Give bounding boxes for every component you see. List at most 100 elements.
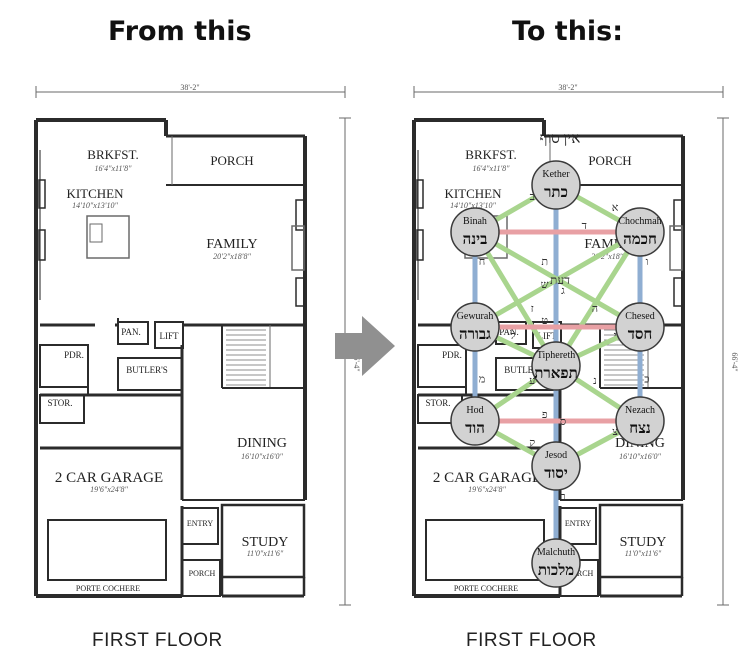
path-letter: ד — [582, 220, 587, 232]
room-label-porch2: PORCH — [189, 569, 216, 578]
window-frame — [416, 179, 424, 209]
room-label-entry: ENTRY — [565, 519, 591, 528]
room-label-pdr: PDR. — [442, 350, 462, 360]
sephirah-malchuth — [531, 538, 581, 588]
sephirah-hod — [450, 396, 500, 446]
window-frame — [38, 179, 46, 209]
sephirah-name-chesed: Chesed — [625, 311, 654, 322]
sephirah-hebrew-kether: כתר — [544, 185, 568, 201]
room-size-dining: 16'10"x16'0" — [241, 452, 283, 461]
room-label-butlers: BUTLER'S — [126, 365, 168, 375]
room-label-stor: STOR. — [47, 398, 72, 408]
caption-right: FIRST FLOOR — [466, 630, 597, 651]
sephirah-hebrew-binah: בינה — [463, 232, 488, 248]
room-label-porte: PORTE COCHERE — [454, 584, 518, 593]
room-label-kitchen: KITCHEN — [66, 186, 124, 201]
ain-soph-label: אין סוף — [540, 131, 581, 147]
floor-plan-original: 38'-2" 66'-4" BRKFST. 16'4"x11'8" PORCH KITCH… — [34, 83, 361, 606]
path-letter: א — [612, 202, 619, 214]
sink — [89, 223, 103, 243]
room-label-brkfst: BRKFST. — [87, 147, 138, 162]
room-size-family: 20'2"x18'8" — [591, 252, 629, 261]
window-frame — [673, 277, 683, 307]
path-letter: ו — [646, 256, 649, 268]
entry-box — [181, 507, 219, 545]
dimension-width: 38'-2" — [180, 83, 199, 92]
sephirah-binah — [450, 207, 500, 257]
sephirah-hebrew-malchuth: מלכות — [538, 562, 574, 579]
room-size-brkfst: 16'4"x11'8" — [94, 164, 132, 173]
heading-from: From this — [108, 16, 252, 47]
fireplace — [291, 225, 305, 271]
sephirah-chochmah — [615, 207, 665, 257]
path-letter: ה — [592, 303, 598, 315]
path-letter: כ — [644, 373, 649, 385]
room-label-porch2: PORCH — [567, 569, 594, 578]
path-letter: ב — [530, 191, 535, 203]
room-label-pdr: PDR. — [64, 350, 84, 360]
sephirah-hebrew-nezach: נצח — [629, 421, 651, 437]
caption-left: FIRST FLOOR — [92, 630, 223, 651]
porch-box — [181, 559, 221, 597]
sephirah-hebrew-tiphereth: תפארת — [534, 366, 577, 382]
path-letter: צ — [612, 426, 618, 438]
path-letter: ר — [560, 491, 565, 503]
room-label-lift: LIFT — [160, 331, 180, 341]
path-letter: ט — [541, 315, 548, 327]
garage-door — [425, 519, 545, 581]
room-size-kitchen: 14'10"x13'10" — [72, 201, 118, 210]
sephirah-tiphereth — [531, 341, 581, 391]
room-label-porte: PORTE COCHERE — [76, 584, 140, 593]
study-box — [220, 503, 306, 579]
window-frame — [295, 277, 305, 307]
window-frame — [416, 229, 424, 261]
path-letter: ל — [509, 330, 515, 342]
room-label-porch: PORCH — [588, 153, 631, 168]
arrow-head-icon — [362, 316, 395, 376]
transform-arrow — [335, 316, 395, 376]
dimension-depth: 66'-4" — [352, 352, 361, 371]
room-label-pan: PAN. — [121, 327, 140, 337]
path-letter: מ — [479, 373, 486, 385]
path-letter: ז — [531, 303, 534, 315]
sephirah-name-chochmah: Chochmah — [618, 216, 661, 227]
sephirah-hebrew-hod: הוד — [465, 421, 485, 437]
sephirah-name-hod: Hod — [466, 405, 483, 416]
storage — [39, 394, 85, 424]
room-label-study: STUDY — [620, 535, 667, 550]
path-letter: ע — [529, 375, 535, 387]
sephirah-name-kether: Kether — [542, 169, 570, 180]
study-box — [598, 503, 684, 579]
path-binah-chesed — [472, 229, 643, 330]
room-label-porch: PORCH — [210, 153, 253, 168]
path-binah-tiphereth — [472, 229, 559, 369]
sephirah-hebrew-chochmah: חכמה — [623, 232, 657, 248]
garage-door — [47, 519, 167, 581]
room-size-family: 20'2"x18'8" — [213, 252, 251, 261]
room-size-garage: 19'6"x24'8" — [468, 485, 506, 494]
path-letter: י — [614, 330, 617, 342]
window-frame — [673, 199, 683, 231]
room-size-study: 11'0"x11'6" — [247, 549, 284, 558]
window-frame — [295, 199, 305, 231]
path-letter: ק — [529, 437, 535, 449]
lift — [154, 321, 184, 349]
sephirah-hebrew-chesed: חסד — [628, 327, 653, 343]
room-label-kitchen: KITCHEN — [444, 186, 502, 201]
room-label-garage: 2 CAR GARAGE — [55, 470, 163, 486]
path-letter: ח — [479, 256, 486, 268]
window-frame — [38, 229, 46, 261]
sephirah-name-jesod: Jesod — [545, 450, 567, 461]
entry-box — [559, 507, 597, 545]
sephirah-name-gewurah: Gewurah — [457, 311, 494, 322]
room-label-stor: STOR. — [425, 398, 450, 408]
room-size-dining: 16'10"x16'0" — [619, 452, 661, 461]
room-label-family: FAMILY — [206, 237, 257, 252]
room-size-study: 11'0"x11'6" — [625, 549, 662, 558]
pantry — [117, 321, 149, 345]
dimension-depth: 66'-4" — [730, 352, 739, 371]
room-size-garage: 19'6"x24'8" — [90, 485, 128, 494]
path-letter: ש — [541, 279, 549, 291]
